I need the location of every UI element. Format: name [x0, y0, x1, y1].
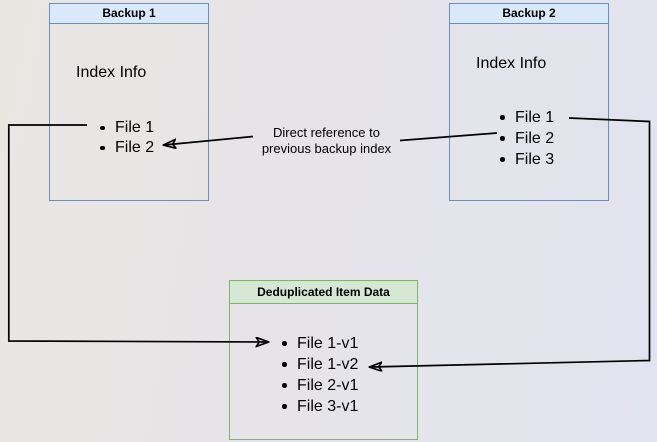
file-list-item: File 2 — [500, 128, 554, 149]
reference-annotation: Direct reference to previous backup inde… — [244, 125, 409, 156]
bullet-icon — [500, 157, 505, 162]
file-label: File 3-v1 — [297, 397, 359, 415]
backup1-title: Backup 1 — [50, 4, 208, 24]
file-label: File 1 — [115, 119, 155, 136]
backup2-title: Backup 2 — [450, 4, 608, 24]
file-label: File 1 — [515, 108, 555, 126]
bullet-icon — [282, 383, 287, 388]
file-list-item: File 2 — [100, 138, 154, 158]
backup1-node: Backup 1 Index Info File 1 File 2 — [49, 3, 209, 201]
file-list-item: File 3-v1 — [282, 396, 358, 417]
bullet-icon — [100, 145, 105, 151]
backup2-file-list: File 1 File 2 File 3 — [500, 107, 554, 170]
file-label: File 3 — [515, 150, 555, 168]
annotation-line1: Direct reference to — [273, 125, 380, 140]
file-label: File 2-v1 — [297, 376, 359, 394]
bullet-icon — [282, 362, 287, 367]
bullet-icon — [500, 115, 505, 120]
bullet-icon — [100, 125, 105, 131]
file-list-item: File 1-v1 — [282, 333, 358, 354]
file-list-item: File 1 — [100, 118, 154, 138]
file-list-item: File 1-v2 — [282, 354, 358, 375]
bullet-icon — [282, 341, 287, 346]
backup2-node: Backup 2 Index Info File 1 File 2 File 3 — [449, 3, 609, 201]
backup1-index-info-label: Index Info — [76, 64, 147, 81]
dedup-title: Deduplicated Item Data — [230, 281, 417, 304]
file-list-item: File 3 — [500, 149, 554, 170]
backup1-file-list: File 1 File 2 — [100, 118, 154, 158]
file-list-item: File 2-v1 — [282, 375, 358, 396]
backup2-index-info-label: Index Info — [476, 55, 547, 72]
dedup-node: Deduplicated Item Data File 1-v1 File 1-… — [229, 280, 418, 440]
bullet-icon — [500, 136, 505, 141]
file-list-item: File 1 — [500, 107, 554, 128]
bullet-icon — [282, 404, 287, 409]
annotation-line2: previous backup index — [261, 140, 392, 156]
dedup-file-list: File 1-v1 File 1-v2 File 2-v1 File 3-v1 — [282, 333, 358, 417]
file-label: File 1-v2 — [297, 355, 359, 373]
file-label: File 2 — [515, 129, 555, 147]
file-label: File 2 — [115, 139, 155, 156]
file-label: File 1-v1 — [297, 334, 359, 352]
